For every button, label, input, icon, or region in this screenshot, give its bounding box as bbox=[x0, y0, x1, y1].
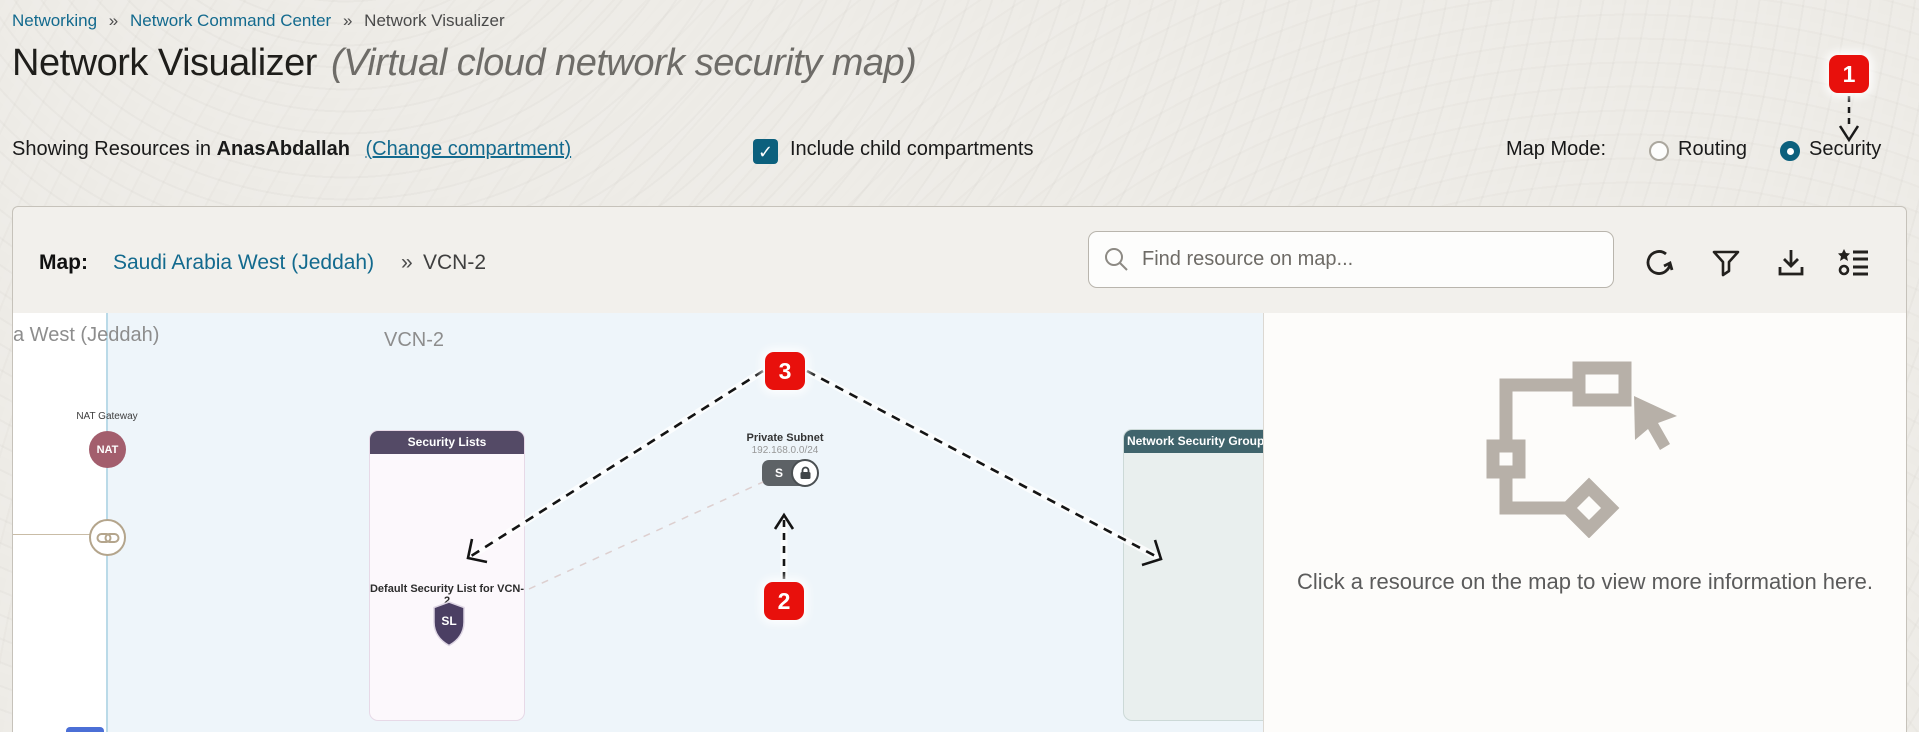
legend-button[interactable] bbox=[1835, 245, 1871, 281]
compartment-bar: Showing Resources in AnasAbdallah (Chang… bbox=[12, 138, 571, 161]
filter-icon bbox=[1712, 250, 1740, 277]
security-lists-header: Security Lists bbox=[370, 431, 524, 454]
search-icon bbox=[1105, 248, 1128, 271]
resource-details-panel: Click a resource on the map to view more… bbox=[1263, 313, 1906, 732]
map-mode-option-routing-label[interactable]: Routing bbox=[1678, 138, 1747, 160]
check-icon: ✓ bbox=[757, 141, 774, 162]
breadcrumb-link-network-command-center[interactable]: Network Command Center bbox=[129, 11, 332, 30]
download-button[interactable] bbox=[1773, 245, 1809, 281]
breadcrumb-separator: » bbox=[108, 11, 119, 30]
refresh-button[interactable] bbox=[1642, 245, 1678, 281]
shield-icon: SL bbox=[433, 601, 465, 647]
private-subnet-label: Private Subnet bbox=[746, 432, 824, 444]
compartment-prefix: Showing Resources in bbox=[12, 138, 211, 160]
annotation-arrow-1 bbox=[1838, 96, 1860, 143]
nat-gateway-label: NAT Gateway bbox=[76, 411, 138, 422]
annotation-badge-1: 1 bbox=[1829, 55, 1869, 93]
vcn-region-box bbox=[106, 313, 1263, 732]
page-title: Network Visualizer (Virtual cloud network… bbox=[12, 42, 917, 85]
map-card: Map: Saudi Arabia West (Jeddah) » VCN-2 bbox=[12, 206, 1907, 732]
padlock-icon bbox=[800, 466, 810, 479]
topology-cursor-icon bbox=[1486, 361, 1677, 538]
pointer-cursor-icon bbox=[1634, 396, 1677, 450]
toolbar-separator: » bbox=[401, 251, 413, 274]
filter-button[interactable] bbox=[1708, 245, 1744, 281]
include-child-compartments-label: Include child compartments bbox=[790, 138, 1034, 160]
nat-gateway-node[interactable]: NAT bbox=[89, 431, 126, 468]
security-list-node[interactable]: SL bbox=[431, 601, 467, 652]
map-mode-radio-security[interactable] bbox=[1780, 141, 1800, 161]
download-icon bbox=[1778, 250, 1804, 276]
private-subnet-cidr: 192.168.0.0/24 bbox=[751, 445, 819, 456]
edge-to-link-node bbox=[13, 534, 90, 535]
annotation-badge-3: 3 bbox=[765, 352, 805, 390]
page-title-text: Network Visualizer bbox=[12, 42, 317, 84]
compartment-name: AnasAbdallah bbox=[216, 138, 350, 160]
vcn-breadcrumb: VCN-2 bbox=[423, 251, 487, 274]
breadcrumb-current: Network Visualizer bbox=[364, 11, 505, 30]
find-resource-searchbox[interactable] bbox=[1088, 231, 1614, 288]
map-mode-option-security-label[interactable]: Security bbox=[1809, 138, 1882, 160]
network-security-groups-header: Network Security Groups bbox=[1124, 430, 1263, 453]
include-child-compartments-checkbox[interactable]: ✓ bbox=[753, 139, 778, 164]
radio-dot-icon bbox=[1786, 147, 1794, 155]
search-input[interactable] bbox=[1142, 248, 1599, 271]
change-compartment-link[interactable]: (Change compartment) bbox=[365, 138, 572, 160]
region-box-label: a West (Jeddah) bbox=[13, 324, 160, 346]
details-placeholder-message: Click a resource on the map to view more… bbox=[1297, 569, 1873, 594]
default-security-list-label[interactable]: Default Security List for VCN-2 bbox=[369, 583, 525, 607]
shield-abbr: SL bbox=[441, 614, 456, 628]
vcn-box-label: VCN-2 bbox=[384, 329, 445, 351]
chain-link-icon bbox=[96, 532, 119, 543]
map-mode-radio-routing[interactable] bbox=[1649, 141, 1669, 161]
legend-list-icon bbox=[1838, 249, 1868, 276]
region-breadcrumb-link[interactable]: Saudi Arabia West (Jeddah) bbox=[113, 251, 375, 274]
map-canvas[interactable]: a West (Jeddah) VCN-2 NAT Gateway NAT Se… bbox=[13, 313, 1263, 732]
refresh-icon bbox=[1646, 250, 1674, 275]
breadcrumb-separator: » bbox=[342, 11, 353, 30]
breadcrumb: Networking » Network Command Center » Ne… bbox=[12, 11, 505, 31]
private-subnet-lock-badge bbox=[791, 459, 819, 487]
map-toolbar-label: Map: bbox=[39, 251, 88, 274]
security-lists-panel[interactable]: Security Lists bbox=[369, 430, 525, 721]
network-security-groups-panel[interactable]: Network Security Groups bbox=[1123, 429, 1263, 721]
map-mode-label: Map Mode: bbox=[1506, 138, 1607, 160]
page-subtitle: (Virtual cloud network security map) bbox=[330, 42, 917, 84]
link-node[interactable] bbox=[89, 519, 126, 556]
breadcrumb-link-networking[interactable]: Networking bbox=[12, 11, 98, 30]
annotation-badge-2: 2 bbox=[764, 582, 804, 620]
clipped-node-fragment bbox=[66, 727, 104, 732]
